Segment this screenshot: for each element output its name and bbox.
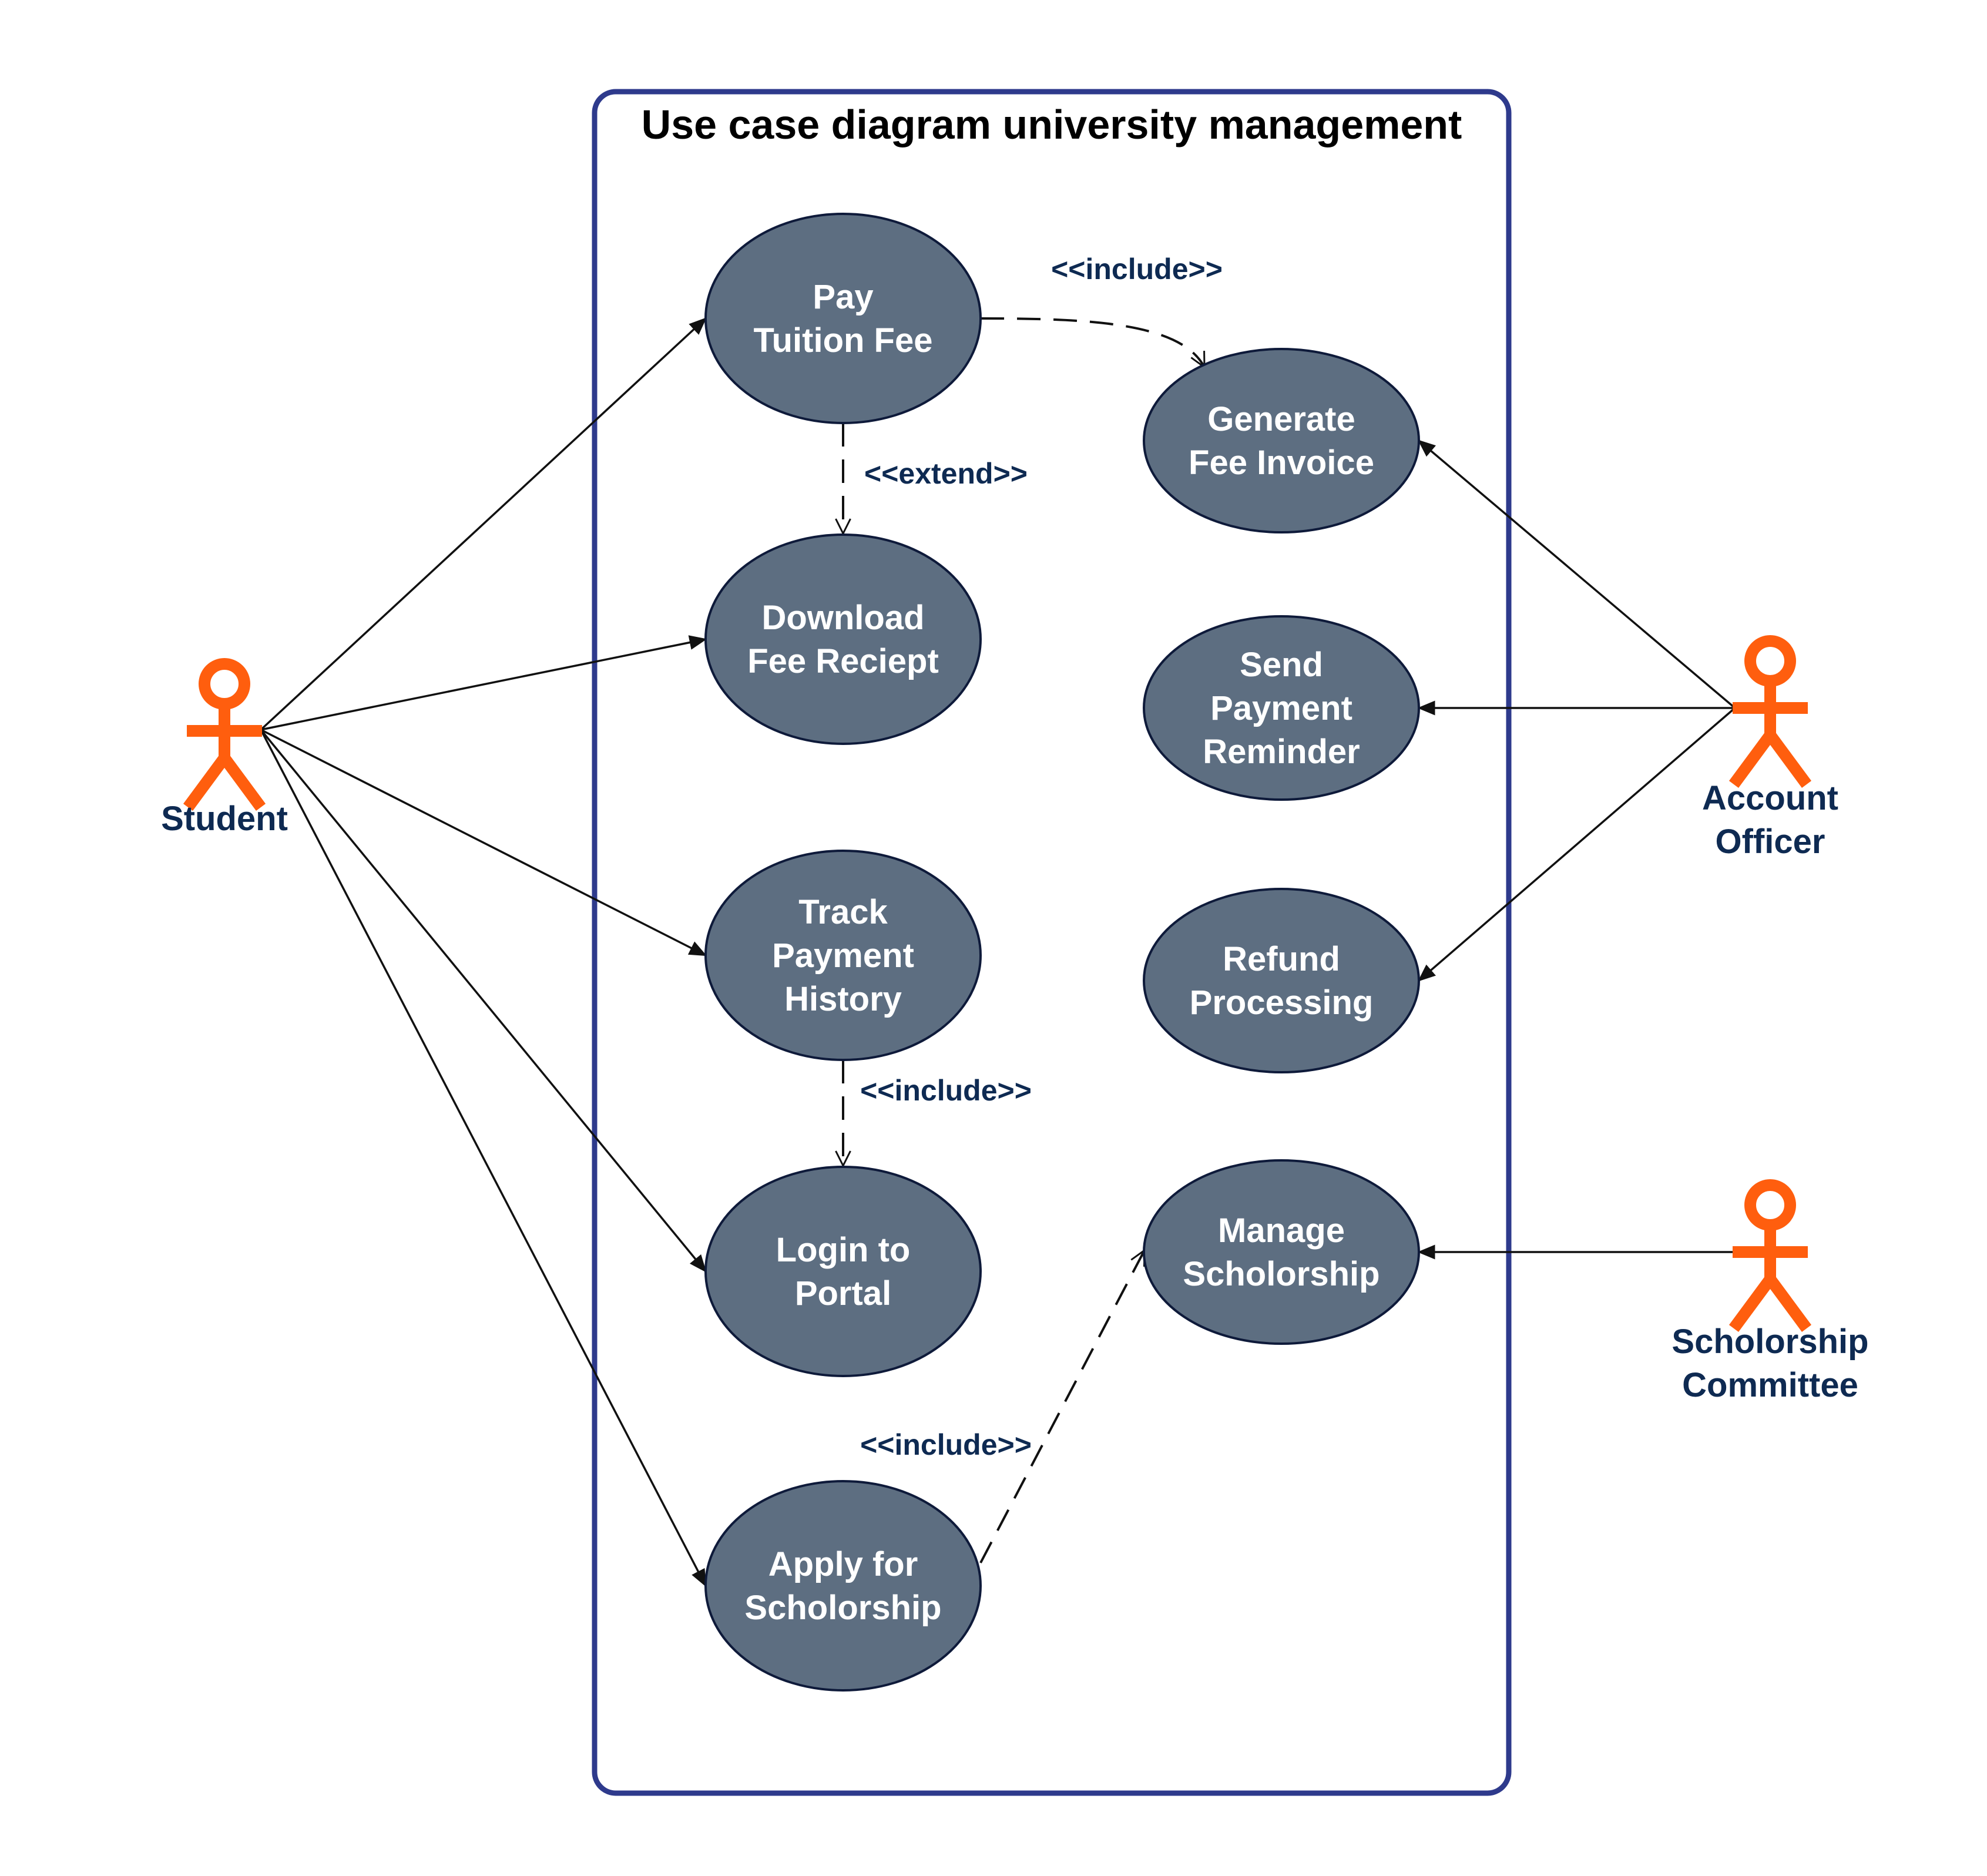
actor-label: Committee [1682, 1366, 1858, 1404]
association-student-apply-for-scholorship [260, 729, 707, 1588]
use-case-ellipse[interactable] [1143, 1159, 1420, 1345]
use-case-label: Scholorship [744, 1589, 941, 1627]
actor-label: Officer [1716, 823, 1825, 861]
use-case-label: Manage [1218, 1211, 1345, 1250]
association-student-login-to-portal [260, 729, 707, 1273]
diagram-title: Use case diagram university management [642, 102, 1462, 147]
label-include-apply-manage: <<include>> [860, 1428, 1032, 1461]
use-case-label: Processing [1190, 984, 1374, 1022]
use-case-label: Apply for [768, 1545, 918, 1583]
include-pay-to-generate [980, 317, 1206, 367]
use-case-ellipse[interactable] [1143, 615, 1420, 801]
use-case-label: Reminder [1203, 733, 1360, 771]
label-include-track-login: <<include>> [860, 1074, 1032, 1107]
use-case-label: Send [1240, 646, 1323, 684]
use-case-label: Payment [1210, 689, 1352, 727]
use-case-label: Generate [1207, 400, 1355, 438]
stick-figure-icon [1728, 1179, 1812, 1332]
association-account-officer-refund-processing [1418, 707, 1736, 982]
use-case-label: Fee Reciept [747, 642, 939, 680]
association-account-officer-generate-fee-invoice [1418, 439, 1736, 709]
stick-figure-icon [183, 658, 266, 811]
associations [260, 317, 1736, 1588]
include-apply-to-manage [979, 1250, 1146, 1563]
actor-student[interactable]: Student [161, 658, 288, 838]
use-case-ellipse[interactable] [1143, 888, 1420, 1073]
label-extend-pay-download: <<extend>> [864, 457, 1028, 490]
use-case-ellipse[interactable] [1143, 348, 1420, 533]
use-case-ellipse[interactable] [704, 213, 982, 424]
use-case-label: Pay [813, 278, 873, 316]
use-case-login-to-portal[interactable]: Login to Portal [704, 1166, 982, 1377]
use-case-ellipse[interactable] [704, 1480, 982, 1692]
actor-label: Student [161, 800, 288, 838]
use-case-label: Scholorship [1183, 1255, 1380, 1293]
association-student-pay-tuition-fee [260, 317, 707, 731]
stick-figure-icon [1728, 635, 1812, 788]
actors: Student AccountOfficerScholorshipCommitte… [161, 635, 1869, 1404]
use-case-label: Track [798, 893, 888, 931]
use-case-label: Refund [1223, 940, 1340, 978]
use-case-label: Fee Invoice [1189, 444, 1374, 482]
use-case-label: Payment [772, 937, 914, 975]
association-student-track-payment-history [260, 729, 707, 957]
use-case-label: Download [761, 599, 924, 637]
association-student-download-fee-reciept [260, 635, 707, 731]
use-case-ellipse[interactable] [704, 1166, 982, 1377]
use-case-label: Portal [795, 1274, 891, 1313]
actor-label: Scholorship [1672, 1323, 1868, 1361]
relationships [843, 317, 1206, 1563]
use-case-label: Tuition Fee [753, 321, 932, 360]
use-case-ellipse[interactable] [704, 850, 982, 1061]
actor-label: Account [1702, 779, 1838, 817]
use-case-label: Login to [776, 1231, 911, 1269]
use-case-label: History [784, 980, 902, 1018]
use-case-ellipse[interactable] [704, 533, 982, 745]
label-include-pay-generate: <<include>> [1051, 253, 1223, 286]
